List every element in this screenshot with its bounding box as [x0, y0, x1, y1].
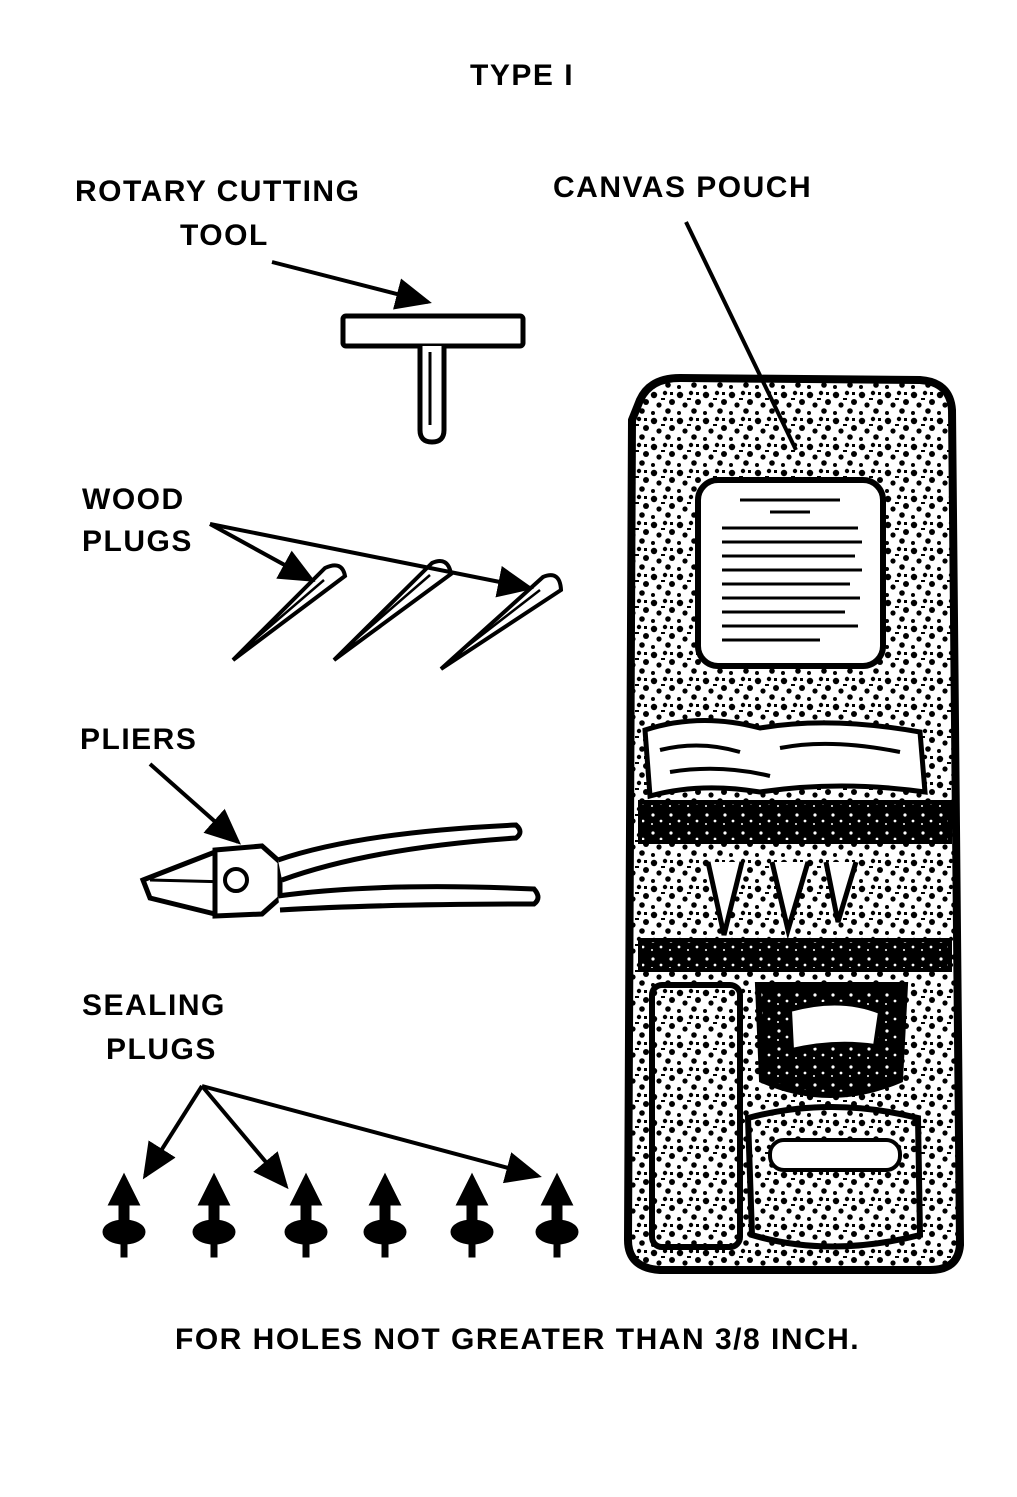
sealing-plugs-leader-arrows	[142, 1084, 542, 1190]
canvas-pouch-leader-line	[684, 221, 798, 451]
sealing-plugs-label-line2: PLUGS	[106, 1033, 217, 1066]
rotary-tool-leader-arrow	[271, 260, 432, 310]
wood-plugs-leader-arrows	[209, 522, 534, 598]
wood-plugs-label-line1: WOOD	[82, 483, 185, 516]
figure-caption: FOR HOLES NOT GREATER THAN 3/8 INCH.	[175, 1323, 861, 1356]
figure-title: TYPE I	[470, 59, 575, 92]
tapered-wood-plug-icon	[231, 559, 564, 671]
canvas-pouch-label: CANVAS POUCH	[553, 171, 813, 204]
t-handle-tool-icon	[340, 313, 526, 445]
pouch-instruction-card-text	[722, 498, 862, 642]
pliers-leader-arrow	[148, 762, 241, 845]
rotary-cutting-tool-label-line2: TOOL	[180, 219, 269, 252]
pliers-label: PLIERS	[80, 723, 198, 756]
sealing-plug-icon	[102, 1172, 579, 1258]
canvas-pouch-icon	[623, 373, 965, 1274]
pliers-icon	[139, 822, 541, 919]
rotary-cutting-tool-label-line1: ROTARY CUTTING	[75, 175, 361, 208]
sealing-plugs-label-line1: SEALING	[82, 989, 226, 1022]
wood-plugs-label-line2: PLUGS	[82, 525, 193, 558]
